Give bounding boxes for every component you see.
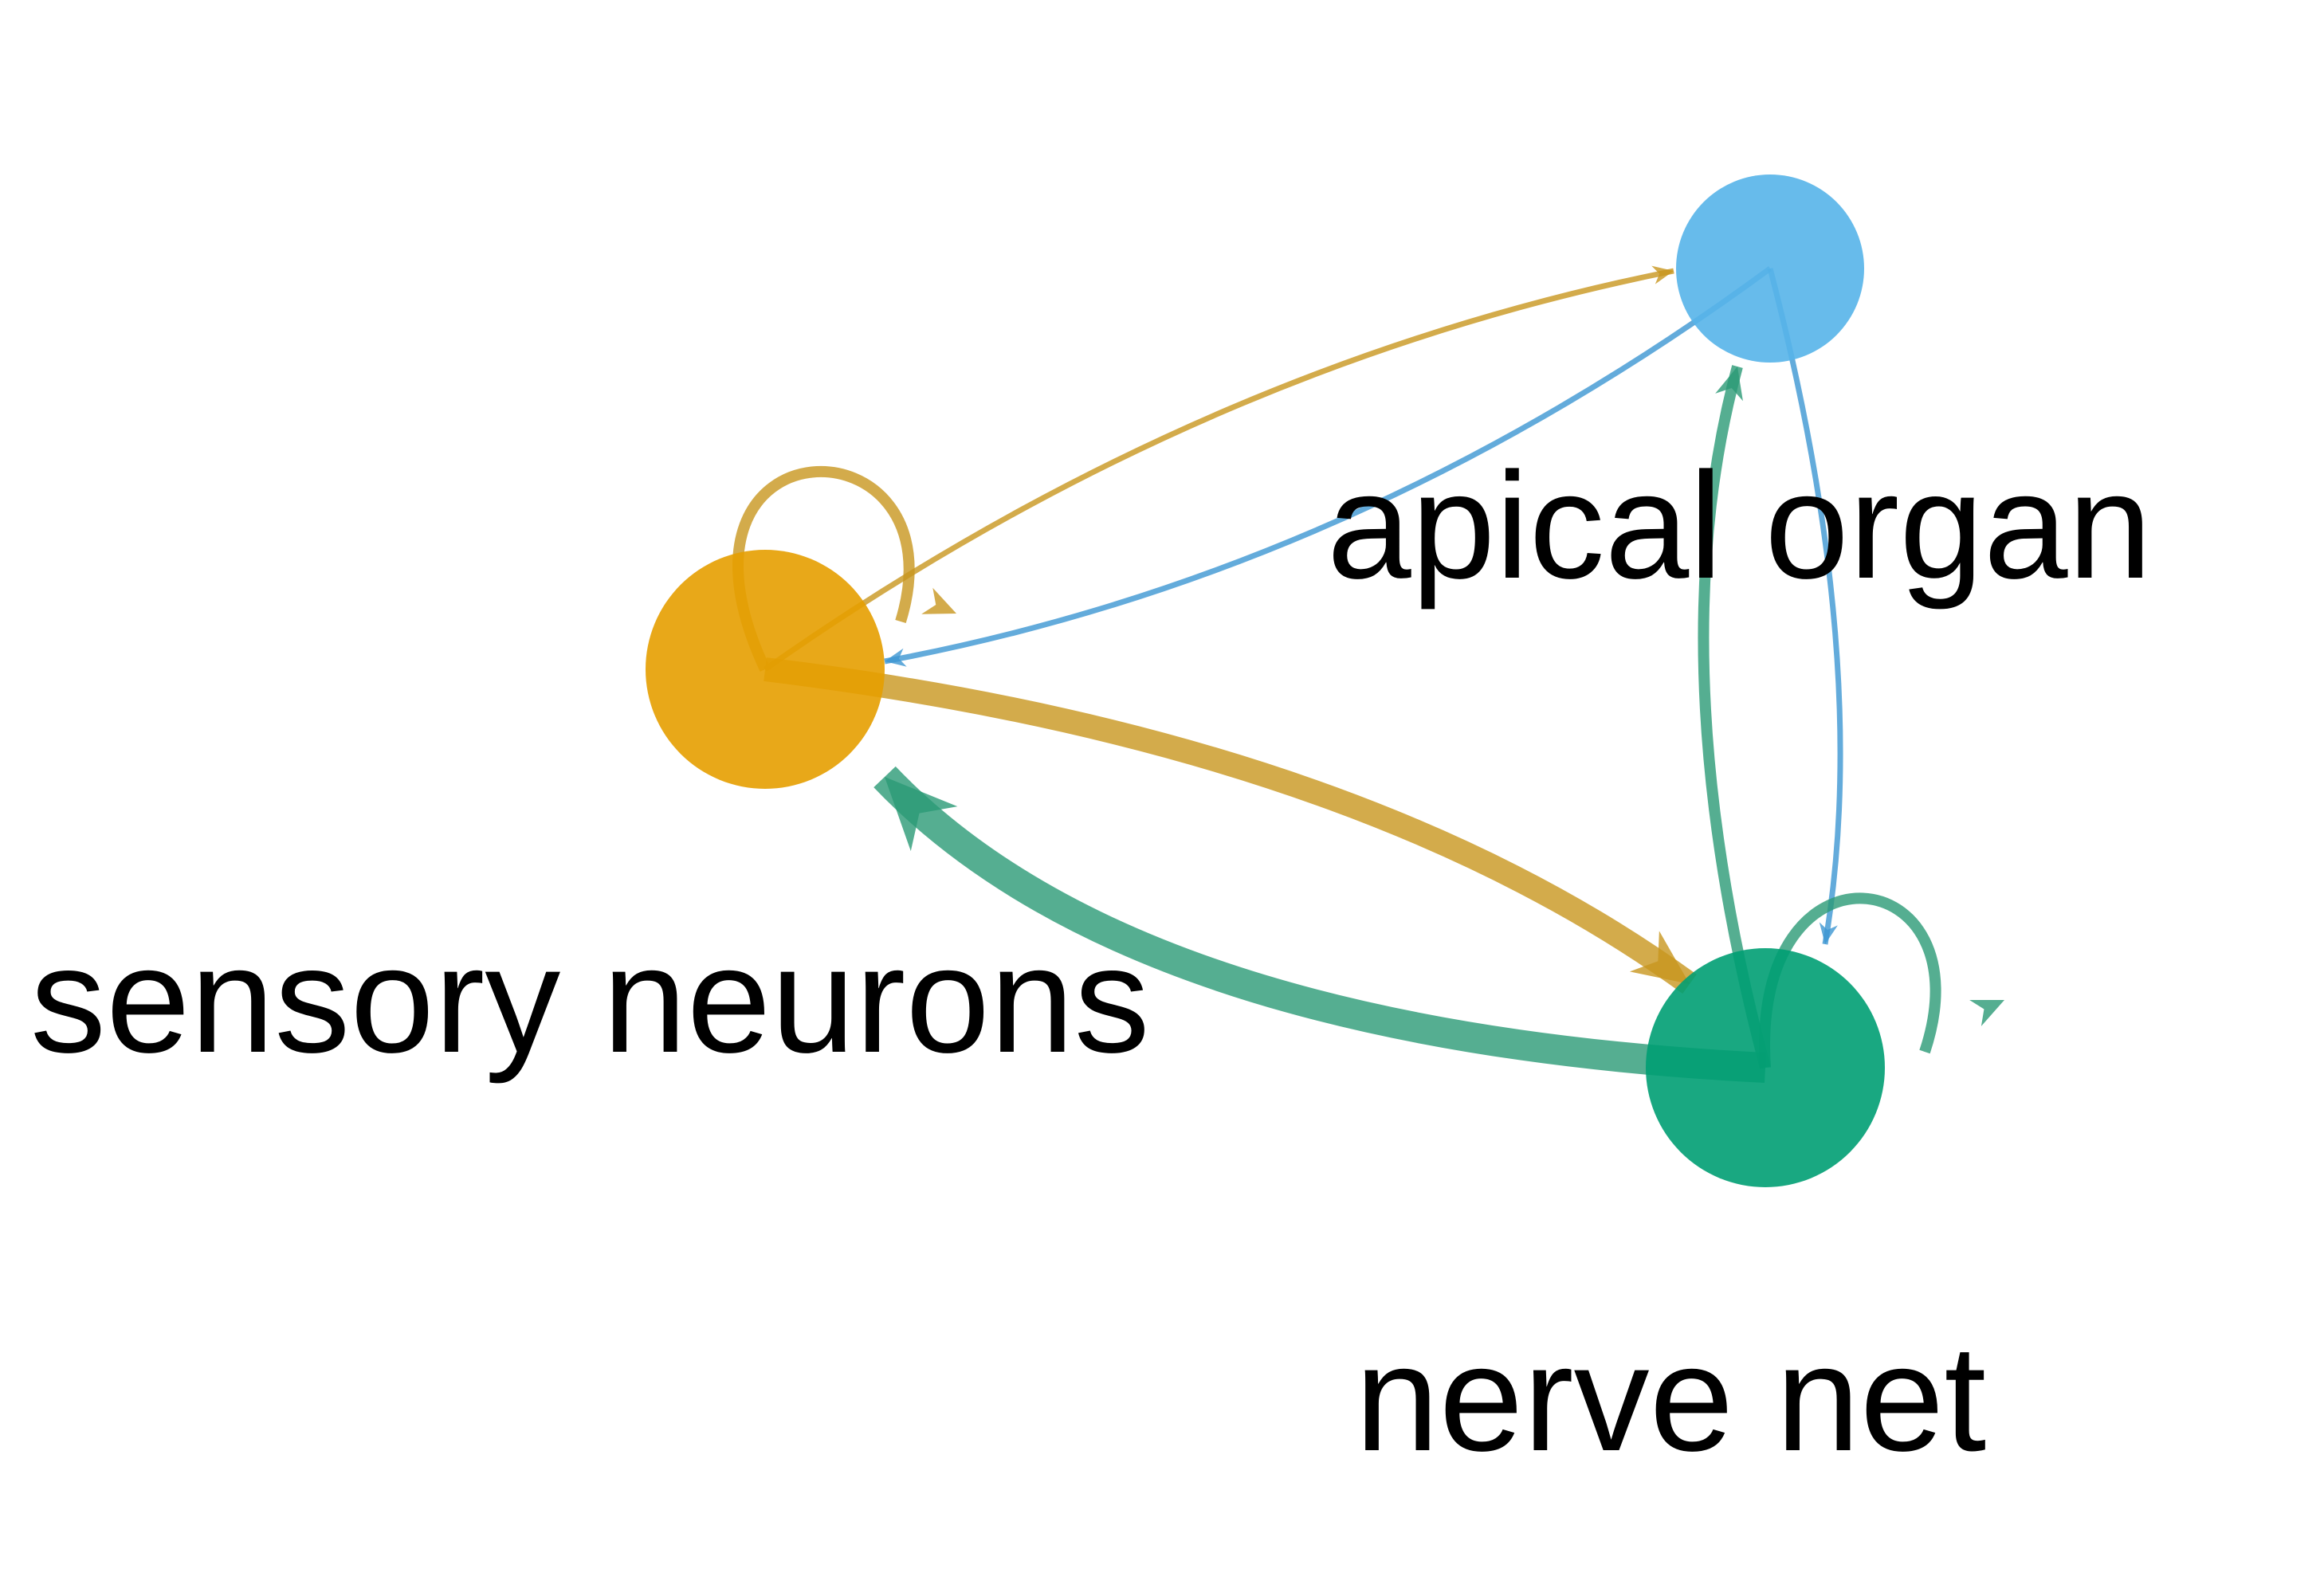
edge-line: [763, 268, 1674, 672]
edge-line: [884, 266, 1772, 665]
arrowhead-icon: [1819, 922, 1838, 944]
edge-nerve-to-sensory: [873, 766, 1766, 1083]
arrowhead-icon: [1629, 931, 1690, 984]
edge-line: [873, 766, 1766, 1083]
arrowhead-icon: [1651, 265, 1674, 284]
arrowhead-icon: [885, 777, 958, 852]
edge-apical-to-nerve: [1767, 268, 1843, 945]
arrowhead-icon: [1715, 367, 1743, 402]
node-sensory: [646, 550, 885, 789]
nodes-layer: [646, 174, 1885, 1187]
edge-line: [1767, 268, 1843, 945]
arrowhead-icon: [885, 648, 907, 667]
labels-layer: sensory neurons apical organ nerve net: [30, 441, 2152, 1483]
node-nerve: [1646, 948, 1885, 1187]
node-label-nerve: nerve net: [1355, 1314, 1986, 1483]
edge-sensory-to-apical: [763, 265, 1674, 672]
edge-sensory-to-nerve: [764, 657, 1697, 994]
node-apical: [1676, 174, 1864, 363]
edge-apical-to-sensory: [884, 266, 1772, 667]
arrowhead-icon: [921, 587, 956, 614]
edge-line: [764, 657, 1697, 994]
arrowhead-icon: [1969, 1000, 2004, 1026]
node-label-apical: apical organ: [1327, 441, 2152, 610]
node-label-sensory: sensory neurons: [30, 916, 1150, 1084]
